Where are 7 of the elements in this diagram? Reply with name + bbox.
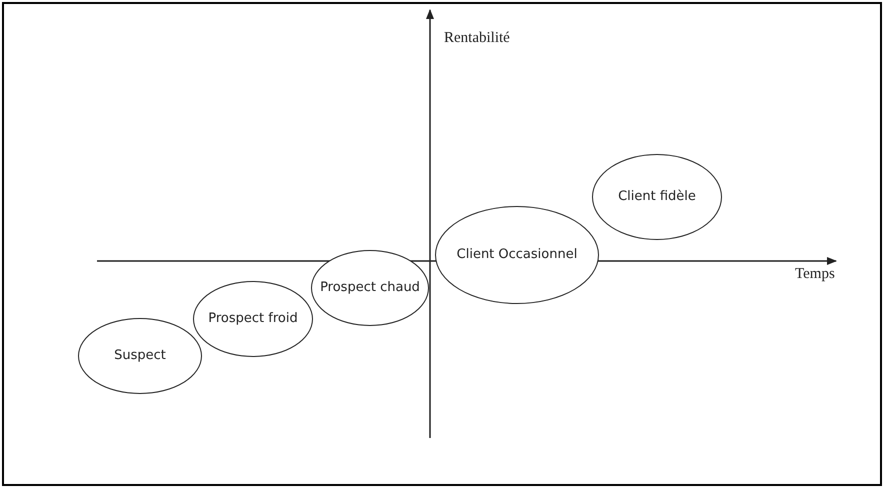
stage-label: Suspect xyxy=(114,346,166,365)
stage-label: Client Occasionnel xyxy=(456,246,578,264)
stage-label: Prospect chaud xyxy=(320,278,420,297)
axis-title: Temps xyxy=(795,266,835,283)
stage-label: Client fidèle xyxy=(618,188,696,206)
stage-label: Prospect froid xyxy=(208,310,298,328)
axis-title: Rentabilité xyxy=(444,30,510,47)
